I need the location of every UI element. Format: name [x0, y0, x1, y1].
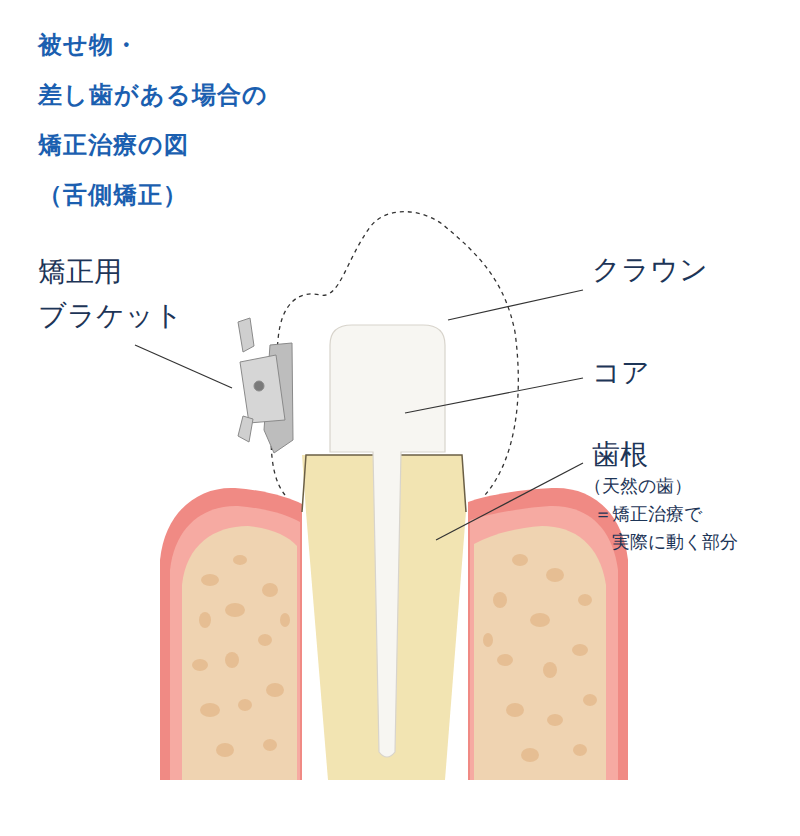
note-label: ＝矯正治療で 実際に動く部分: [594, 500, 738, 556]
gum: [170, 506, 300, 780]
part-label: コア: [592, 353, 650, 393]
title: 被せ物・差し歯がある場合の 矯正治療の図（舌側矯正）: [38, 20, 268, 220]
leader-lines: [135, 290, 583, 540]
leader-line: [448, 290, 583, 320]
bone: [474, 526, 606, 780]
gum: [470, 506, 618, 780]
part-label: 矯正用 ブラケット: [38, 250, 183, 338]
note-label: （天然の歯）: [584, 473, 692, 499]
gum: [468, 488, 628, 780]
crown-outline: [271, 212, 518, 495]
leader-line: [436, 463, 583, 540]
part-label: クラウン: [592, 250, 708, 290]
leader-line: [135, 345, 232, 388]
gum: [160, 488, 302, 780]
bracket-icon: [238, 318, 293, 453]
part-label: 歯根: [592, 435, 648, 475]
core: [330, 325, 445, 757]
leader-line: [405, 378, 583, 413]
bone: [182, 526, 297, 780]
